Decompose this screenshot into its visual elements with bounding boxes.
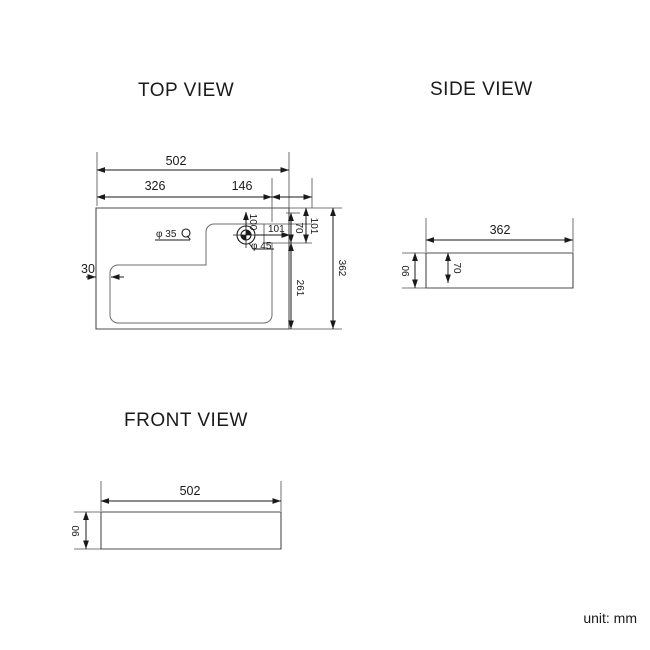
- dim-label-90-side: 90: [401, 265, 412, 277]
- dim-label-502: 502: [166, 154, 187, 168]
- dim-label-146: 146: [232, 179, 253, 193]
- side-view-outline: [425, 252, 574, 289]
- faucet-hole-quadrant-b: [241, 235, 246, 240]
- dim-label-326: 326: [145, 179, 166, 193]
- dim-label-30: 30: [81, 262, 95, 276]
- dim-label-362-side: 362: [490, 223, 511, 237]
- dim-label-101-right: 101: [308, 218, 319, 235]
- dim-label-261: 261: [294, 280, 305, 297]
- front-view-outline: [100, 511, 282, 550]
- top-view-group: TOP VIEW 502 326 146 101 70: [81, 80, 347, 330]
- overflow-hole-circle: [181, 228, 191, 238]
- dim-label-101-callout: 101: [268, 224, 285, 235]
- faucet-hole-quadrant-a: [246, 230, 251, 235]
- dim-label-90-front: 90: [71, 525, 82, 537]
- front-view-title: FRONT VIEW: [124, 410, 248, 431]
- side-view-group: SIDE VIEW 362 90 70: [401, 79, 574, 289]
- front-view-group: FRONT VIEW 502 90: [71, 410, 282, 550]
- dim-label-502-front: 502: [180, 484, 201, 498]
- dim-label-phi45: φ 45: [251, 241, 272, 252]
- dim-label-100: 100: [247, 214, 258, 231]
- dim-label-70: 70: [293, 222, 304, 234]
- dim-label-362-top: 362: [336, 260, 347, 277]
- dim-label-phi35: φ 35: [156, 229, 177, 240]
- side-view-title: SIDE VIEW: [430, 79, 533, 100]
- top-view-basin-outline: [109, 223, 273, 324]
- unit-note: unit: mm: [583, 610, 637, 626]
- leader-line-phi45: [248, 242, 274, 250]
- top-view-title: TOP VIEW: [138, 80, 234, 101]
- dim-label-70-side: 70: [451, 262, 462, 274]
